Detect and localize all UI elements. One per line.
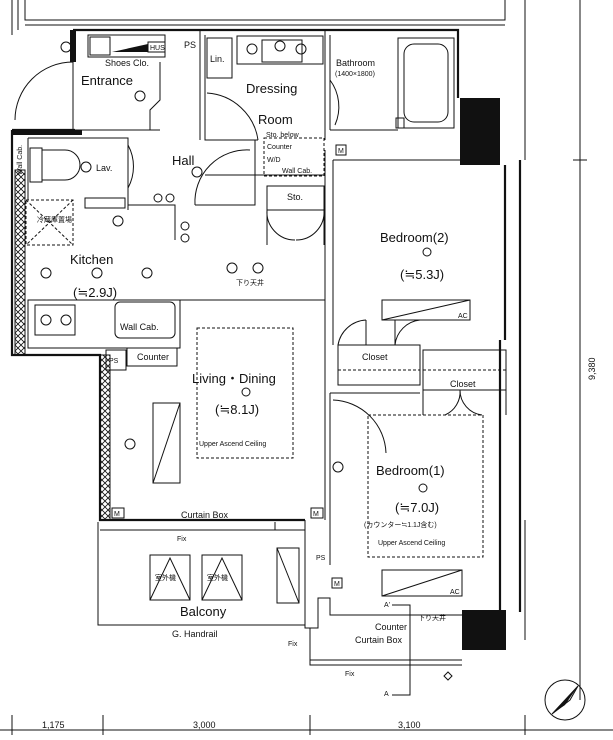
balcony: Fix 室外機 室外機 Balcony G. Handrail bbox=[97, 522, 306, 639]
bedroom-2: M Bedroom(2) (≒5.3J) AC Closet bbox=[332, 144, 471, 386]
bathroom-size: (1400×1800) bbox=[335, 71, 375, 78]
lowered-ceiling-label: 下り天井 bbox=[418, 613, 446, 622]
dimension-height: 9,380 bbox=[587, 357, 597, 380]
kitchen-wall-cabinet-label: Wall Cab. bbox=[120, 322, 159, 332]
counter-label: Counter bbox=[267, 144, 293, 151]
kitchen-counter-label: Counter bbox=[137, 352, 169, 362]
outdoor-unit-label: 室外機 bbox=[207, 573, 228, 582]
dressing-room: Lin. Dressing Room Sto. below Counter W/… bbox=[199, 30, 326, 177]
bathroom-label: Bathroom bbox=[336, 58, 375, 68]
structural-column bbox=[462, 610, 506, 650]
section-a-label: A bbox=[384, 691, 389, 698]
dimension-2: 3,000 bbox=[193, 720, 216, 730]
bedroom2-area: (≒5.3J) bbox=[400, 267, 444, 282]
kitchen-ps-label: PS bbox=[109, 358, 119, 365]
hus-label: HUS bbox=[150, 45, 165, 52]
storage-label: Sto. bbox=[287, 192, 303, 202]
lav-wall-cabinet-label: Wall Cab. bbox=[17, 145, 24, 175]
hall-door[interactable] bbox=[194, 149, 251, 206]
closet-label: Closet bbox=[362, 352, 388, 362]
kitchen-label: Kitchen bbox=[70, 252, 113, 267]
lav-door[interactable] bbox=[127, 144, 134, 189]
light-icon bbox=[134, 90, 146, 102]
dimension-3: 3,100 bbox=[398, 720, 421, 730]
intercom-icon bbox=[60, 41, 72, 53]
structural-column bbox=[460, 98, 500, 165]
hall: Hall Sto. bbox=[128, 140, 325, 245]
curtain-box-label: Curtain Box bbox=[181, 510, 229, 520]
outer-walls bbox=[10, 0, 526, 650]
meter-label: M bbox=[334, 581, 340, 588]
meter-label: M bbox=[338, 148, 344, 155]
bedroom1-window: PS M Counter Curtain Box 下り天井 Fix Fix A'… bbox=[288, 520, 462, 698]
entrance-door[interactable] bbox=[14, 61, 74, 121]
closet-label: Closet bbox=[450, 379, 476, 389]
living-dining-label: Living・Dining bbox=[192, 371, 276, 386]
counter-label: Counter bbox=[375, 622, 407, 632]
entrance: HUS Shoes Clo. Entrance PS bbox=[14, 34, 196, 131]
wall-column bbox=[70, 30, 76, 62]
ac-label: AC bbox=[450, 589, 460, 596]
compass-icon bbox=[544, 679, 586, 721]
linen-label: Lin. bbox=[210, 54, 225, 64]
bathroom-door[interactable] bbox=[329, 79, 340, 126]
kitchen-area: (≒2.9J) bbox=[73, 285, 117, 300]
fridge-space-label: 冷蔵庫置場 bbox=[37, 215, 72, 224]
handrail-label: G. Handrail bbox=[172, 629, 218, 639]
outdoor-unit-label: 室外機 bbox=[155, 573, 176, 582]
bedroom-1: Closet Bedroom(1) (≒7.0J) (カウンター≒1.1J含む)… bbox=[329, 349, 507, 597]
bedroom1-ceiling-label: Upper Ascend Ceiling bbox=[378, 540, 445, 547]
living-ceiling-label: Upper Ascend Ceiling bbox=[199, 441, 266, 448]
shoes-closet-label: Shoes Clo. bbox=[105, 58, 149, 68]
wall-cabinet-label: Wall Cab. bbox=[282, 168, 312, 175]
ps-label: PS bbox=[316, 555, 326, 562]
fix-label: Fix bbox=[288, 641, 298, 648]
bedroom1-door[interactable] bbox=[332, 399, 387, 454]
living-dining: Living・Dining (≒8.1J) Upper Ascend Ceili… bbox=[111, 150, 326, 520]
meter-label: M bbox=[114, 511, 120, 518]
lavatory: Wall Cab. Lav. bbox=[12, 130, 134, 210]
bathroom: Bathroom (1400×1800) bbox=[329, 35, 455, 131]
entrance-label: Entrance bbox=[81, 73, 133, 88]
living-area: (≒8.1J) bbox=[215, 402, 259, 417]
lav-label: Lav. bbox=[96, 163, 112, 173]
kitchen: 冷蔵庫置場 Kitchen (≒2.9J) 下り天井 Wall Cab. Cou… bbox=[25, 199, 325, 371]
meter-label: M bbox=[313, 511, 319, 518]
ps-label: PS bbox=[184, 40, 196, 50]
section-a-prime-label: A' bbox=[384, 602, 390, 609]
dressing-door[interactable] bbox=[206, 92, 259, 141]
balcony-label: Balcony bbox=[180, 604, 227, 619]
bedroom1-label: Bedroom(1) bbox=[376, 463, 445, 478]
bedroom1-note: (カウンター≒1.1J含む) bbox=[364, 520, 437, 529]
dimension-1: 1,175 bbox=[42, 720, 65, 730]
storage-below-label: Sto. below bbox=[266, 132, 300, 139]
hall-label: Hall bbox=[172, 153, 195, 168]
bedroom2-label: Bedroom(2) bbox=[380, 230, 449, 245]
fix-label: Fix bbox=[345, 671, 355, 678]
room-label: Room bbox=[258, 112, 293, 127]
curtain-box-label: Curtain Box bbox=[355, 635, 403, 645]
dressing-label: Dressing bbox=[246, 81, 297, 96]
ac-label: AC bbox=[458, 313, 468, 320]
lowered-ceiling-label: 下り天井 bbox=[236, 278, 264, 287]
bedroom1-area: (≒7.0J) bbox=[395, 500, 439, 515]
washer-dryer-label: W/D bbox=[267, 157, 281, 164]
fix-label: Fix bbox=[177, 536, 187, 543]
